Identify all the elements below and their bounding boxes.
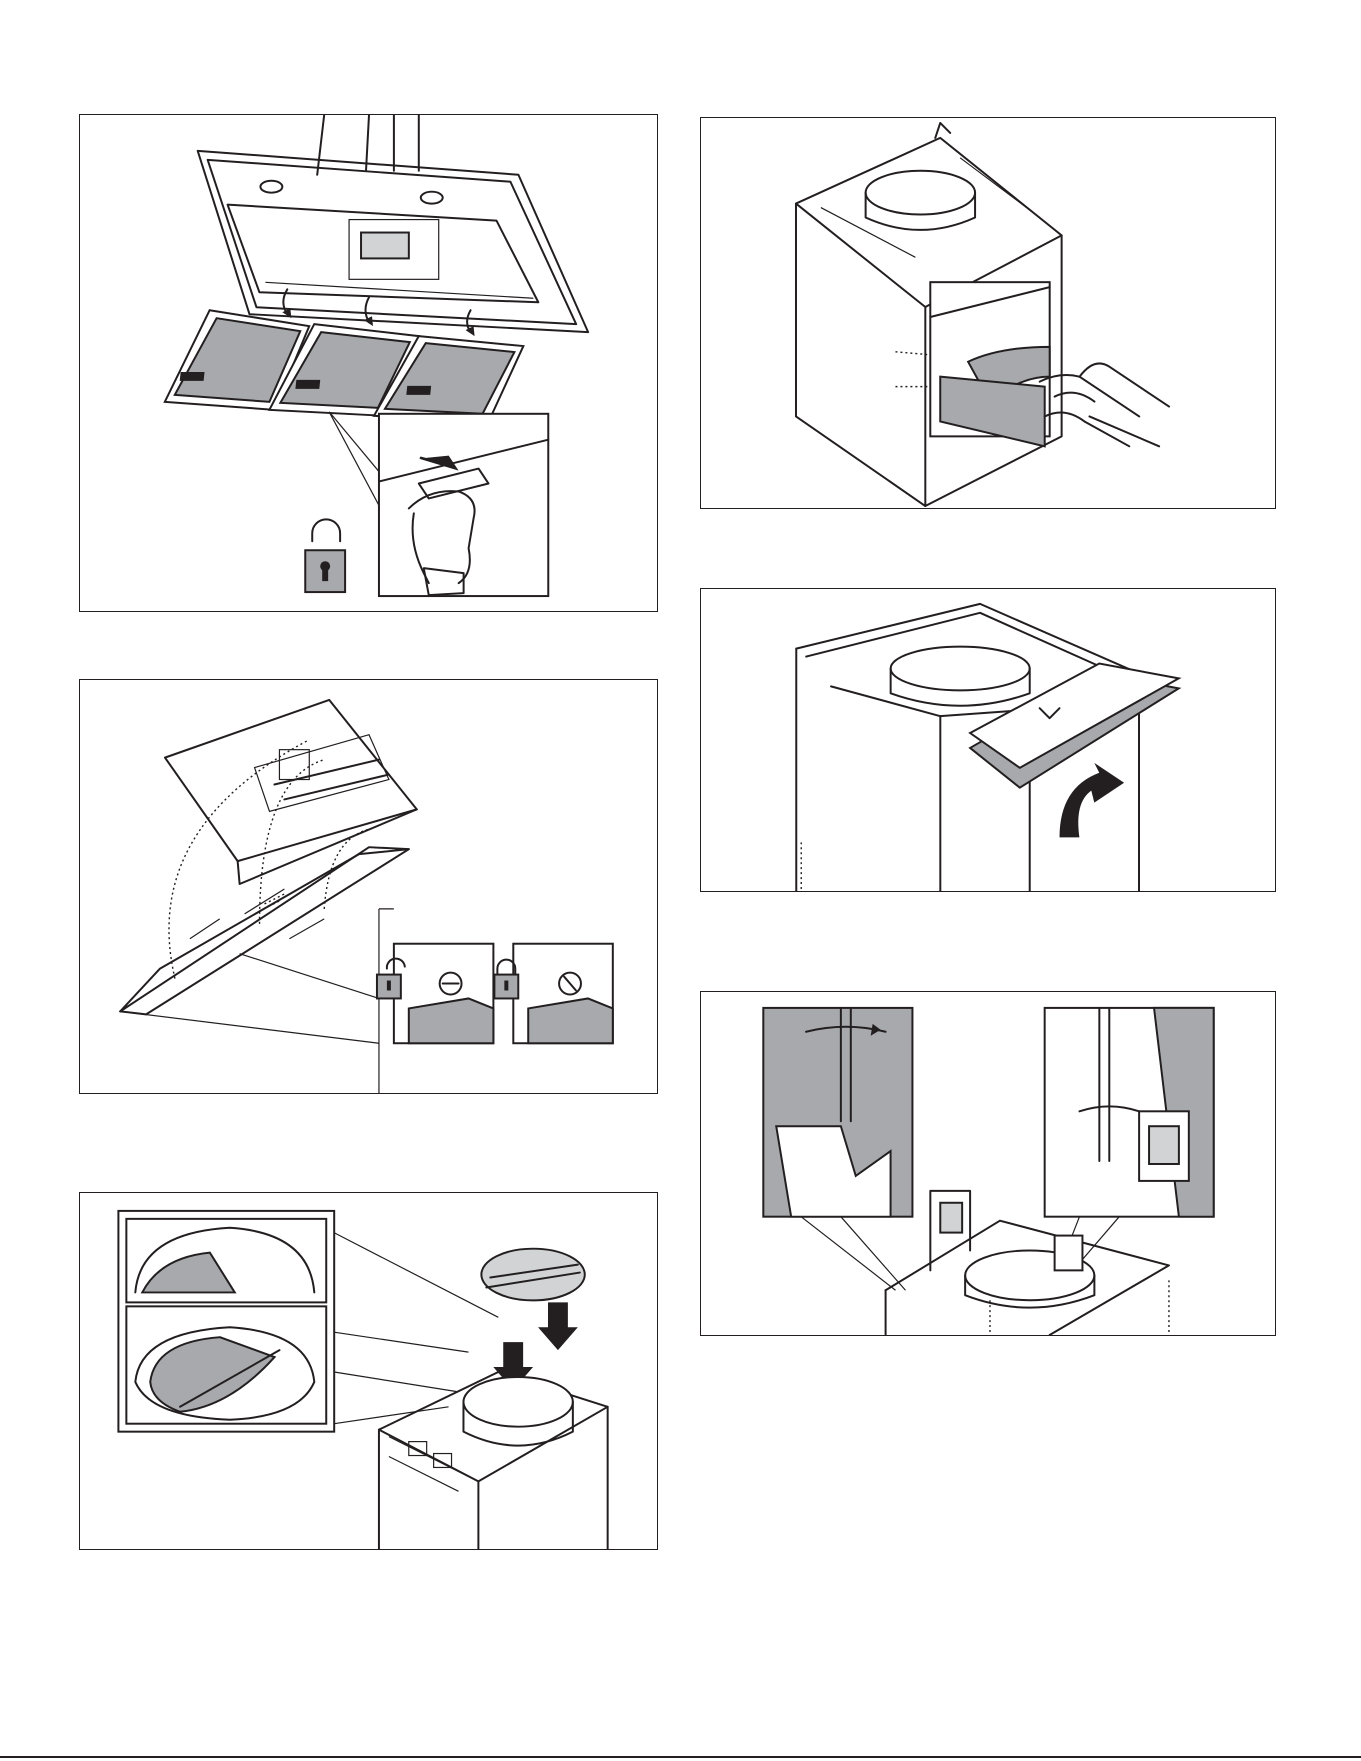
footer-rule xyxy=(0,1756,1361,1758)
illustration-remove-tape xyxy=(701,118,1275,508)
illustration-bottom-panel xyxy=(80,680,657,1093)
illustration-loosen-screws xyxy=(701,992,1275,1335)
panel-loosen-screws xyxy=(700,991,1276,1336)
panel-remove-grease-filters xyxy=(79,114,658,612)
panel-remove-bottom-panel xyxy=(79,679,658,1094)
lock-padlock-icon xyxy=(494,960,518,999)
unlock-padlock-icon xyxy=(305,519,345,592)
panel-install-damper xyxy=(79,1192,658,1550)
panel-lift-cover xyxy=(700,588,1276,892)
illustration-grease-filters xyxy=(80,115,657,611)
illustration-damper xyxy=(80,1193,657,1549)
panel-remove-tape xyxy=(700,117,1276,509)
illustration-lift-cover xyxy=(701,589,1275,891)
